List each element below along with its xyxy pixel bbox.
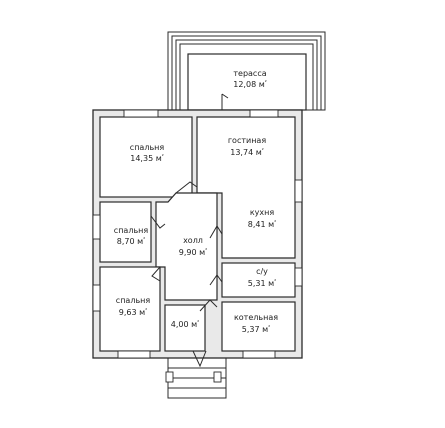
windows: [92, 109, 303, 359]
hall-name: холл: [183, 236, 203, 245]
bathroom: [221, 262, 296, 298]
kitchen-area: 8,41 м²: [248, 220, 276, 229]
bedroom-3-label: спальня 9,63 м²: [116, 296, 151, 317]
vestibule-label: 4,00 м²: [171, 320, 199, 329]
boiler-room-area: 5,37 м²: [242, 325, 270, 334]
bedroom-2-label: спальня 8,70 м²: [114, 226, 149, 246]
boiler-room-name: котельная: [234, 313, 278, 322]
boiler-room: [221, 301, 296, 352]
hall-area: 9,90 м²: [179, 248, 207, 257]
living-label: гостиная 13,74 м²: [228, 136, 266, 157]
living-area: 13,74 м²: [230, 148, 264, 157]
terrace-area: 12,08 м²: [233, 80, 267, 89]
bathroom-label: с/у 5,31 м²: [248, 267, 276, 288]
terrace-label: терасса 12,08 м²: [233, 69, 267, 89]
doors: [150, 93, 229, 368]
bedroom-1-label: спальня 14,35 м²: [130, 143, 165, 163]
terrace-name: терасса: [233, 69, 266, 78]
bedroom-2-name: спальня: [114, 226, 149, 235]
boiler-room-label: котельная 5,37 м²: [234, 313, 278, 334]
living-name: гостиная: [228, 136, 266, 145]
hall-label: холл 9,90 м²: [179, 236, 207, 257]
bathroom-name: с/у: [256, 267, 268, 276]
bathroom-area: 5,31 м²: [248, 279, 276, 288]
bedroom-2: [99, 201, 152, 263]
bedroom-3-area: 9,63 м²: [119, 308, 147, 317]
vestibule-area: 4,00 м²: [171, 320, 199, 329]
hall: [155, 192, 218, 301]
kitchen-name: кухня: [250, 208, 275, 217]
bedroom-2-area: 8,70 м²: [117, 237, 145, 246]
entrance-steps: [165, 357, 227, 399]
bedroom-1: [99, 116, 193, 198]
bedroom-3-name: спальня: [116, 296, 151, 305]
kitchen-label: кухня 8,41 м²: [248, 208, 276, 229]
bedroom-1-area: 14,35 м²: [130, 154, 164, 163]
bedroom-1-name: спальня: [130, 143, 165, 152]
vestibule: [164, 304, 206, 352]
